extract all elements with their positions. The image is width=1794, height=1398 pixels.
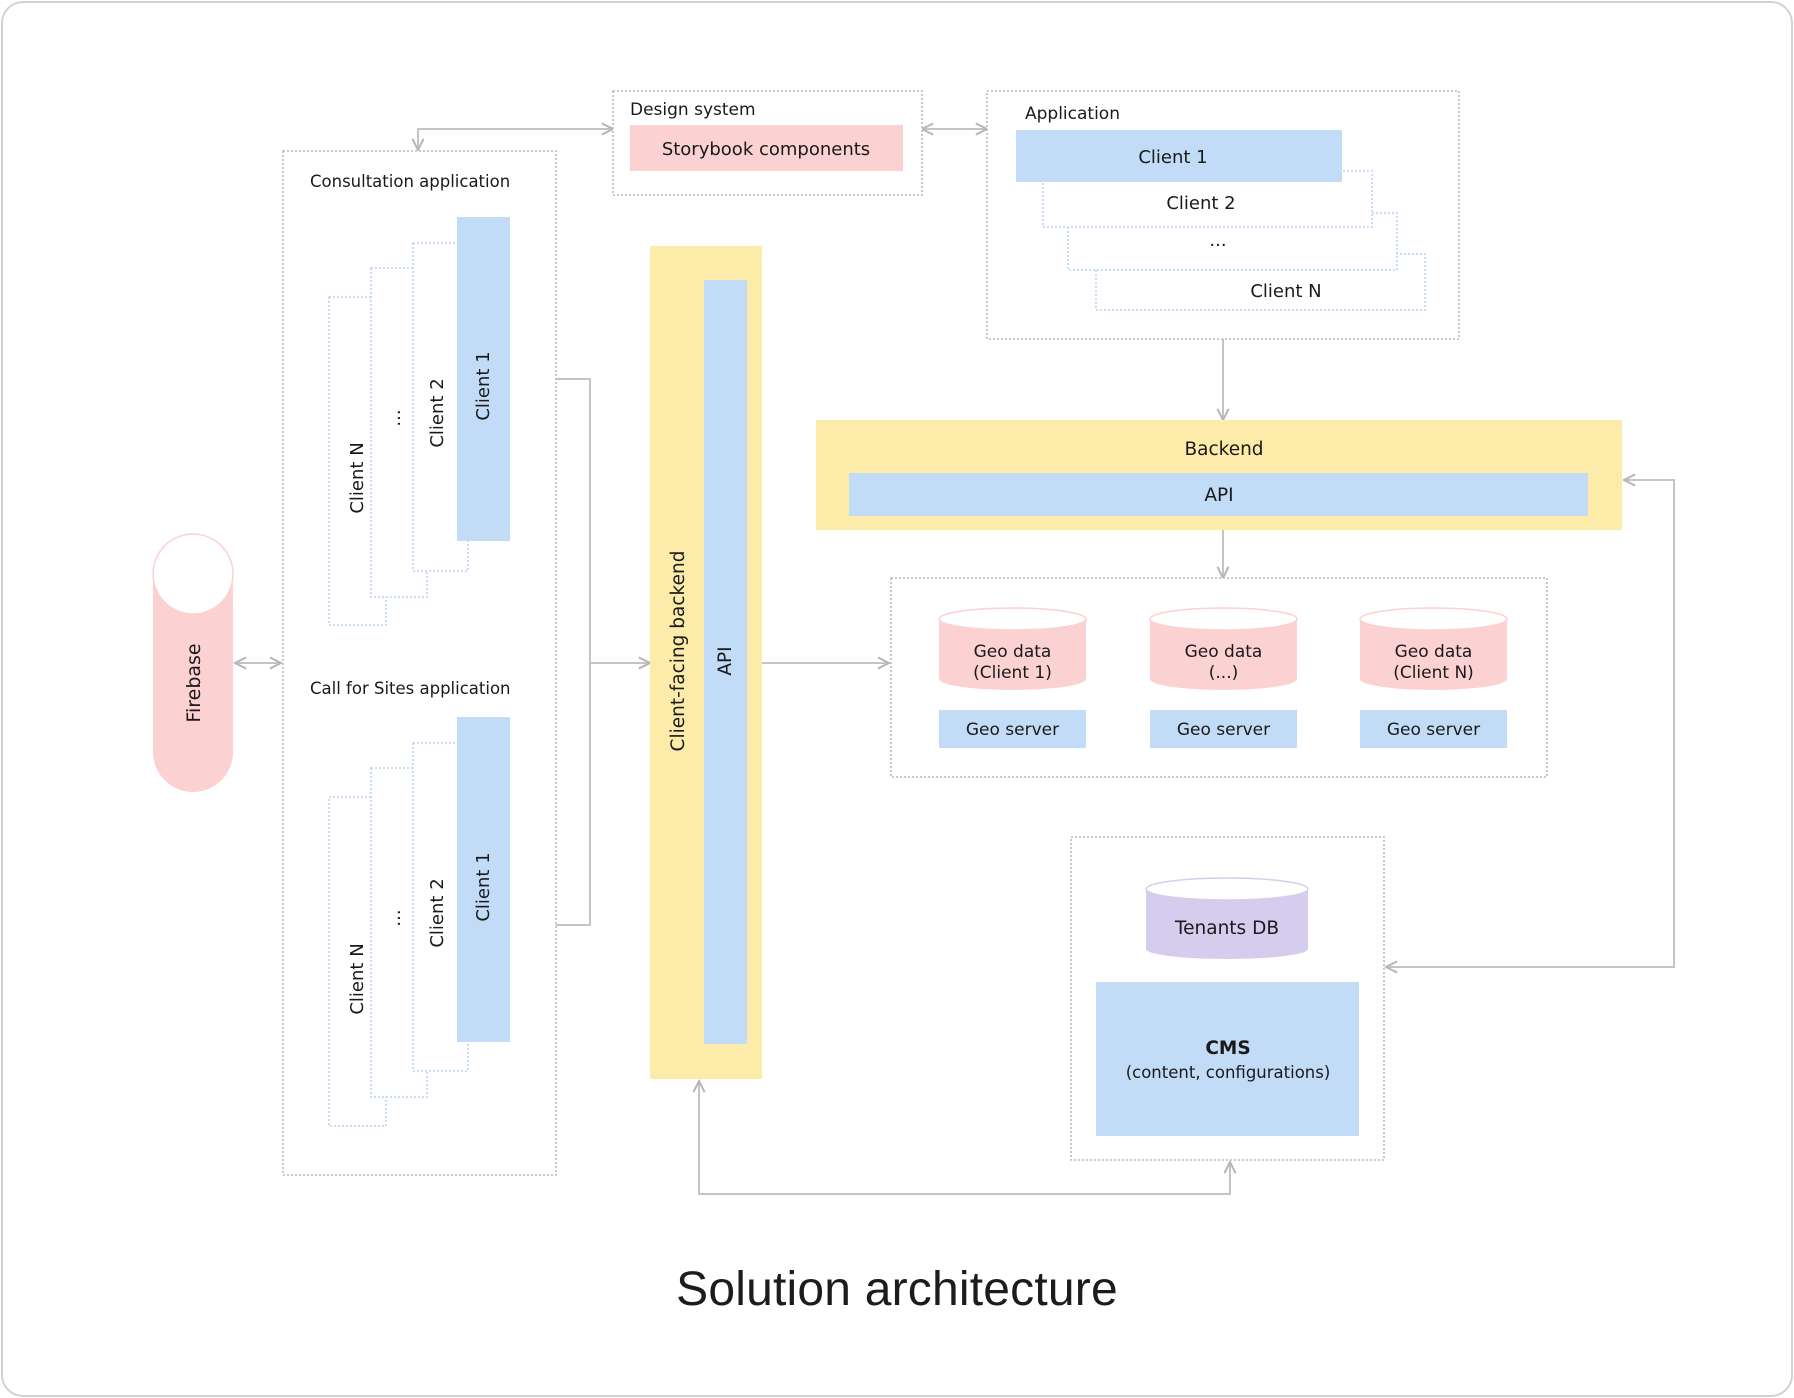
tenants-db-cylinder[interactable]: Tenants DB: [1145, 877, 1309, 959]
cms-subtitle: (content, configurations): [1126, 1063, 1331, 1082]
call-for-sites-client-n-label: Client N: [347, 943, 368, 1014]
consultation-client-stack: Client N ... Client 2 Client 1: [328, 217, 510, 626]
geo-data-bottom: [939, 668, 1086, 690]
backend-title: Backend: [1184, 439, 1263, 460]
geo-server-label: Geo server: [966, 720, 1059, 740]
geo-unit: Geo data(Client N) Geo server: [1359, 607, 1508, 748]
geo-data-client-label: (Client N): [1393, 663, 1474, 683]
geo-server-label: Geo server: [1177, 720, 1270, 740]
application-client-n-label: Client N: [1250, 281, 1321, 302]
tenants-db-label: Tenants DB: [1174, 918, 1279, 939]
firebase-label: Firebase: [183, 643, 205, 722]
geo-data-top: [938, 607, 1087, 631]
cms-box[interactable]: [1096, 982, 1359, 1136]
call-for-sites-app-title: Call for Sites application: [310, 679, 511, 698]
geo-server-label: Geo server: [1387, 720, 1480, 740]
client-facing-api-box[interactable]: [704, 280, 747, 1044]
consultation-client-1-card[interactable]: [457, 217, 510, 541]
tenants-group: Tenants DB CMS (content, configurations): [1070, 836, 1385, 1161]
consultation-client-1-label: Client 1: [473, 351, 494, 420]
cms-title: CMS: [1205, 1038, 1250, 1059]
connector-tenants-to-backend: [1386, 480, 1675, 967]
firebase-top: [152, 533, 234, 615]
call-for-sites-client-1-card[interactable]: [457, 717, 510, 1042]
design-system-title: Design system: [630, 100, 756, 120]
geo-data-client-label: (Client 1): [973, 663, 1052, 683]
application-group: Application Client N ... Client 2 Client…: [986, 90, 1460, 340]
storybook-components-box[interactable]: [630, 125, 903, 171]
geo-data-label: Geo data: [1395, 642, 1473, 662]
call-for-sites-client-2-label: Client 2: [427, 878, 448, 947]
geo-data-label: Geo data: [974, 642, 1052, 662]
application-client-1-label: Client 1: [1138, 147, 1207, 168]
apps-group: Consultation application Client N ... Cl…: [282, 150, 557, 1176]
firebase-bottom: [153, 712, 233, 792]
geo-data-client-label: (...): [1209, 663, 1238, 683]
firebase-cylinder[interactable]: Firebase: [152, 533, 234, 792]
geo-data-top: [1149, 607, 1298, 631]
call-for-sites-client-stack: Client N ... Client 2 Client 1: [328, 717, 510, 1127]
application-title: Application: [1025, 104, 1120, 124]
tenants-db-bottom: [1146, 939, 1308, 959]
geo-data-bottom: [1360, 668, 1507, 690]
client-facing-backend-group: Client-facing backend API: [650, 246, 762, 1079]
connector-design-to-consultation: [418, 129, 613, 150]
connector-client-facing-to-tenants: [699, 1081, 1230, 1195]
diagram-caption: Solution architecture: [676, 1263, 1118, 1316]
call-for-sites-client-1-label: Client 1: [473, 852, 494, 921]
geo-server-box[interactable]: [1360, 710, 1507, 748]
client-facing-api-label: API: [715, 646, 736, 675]
consultation-client-n-label: Client N: [347, 442, 368, 513]
consultation-client-ellipsis-label: ...: [384, 409, 405, 426]
geo-data-label: Geo data: [1185, 642, 1263, 662]
backend-group: Backend API: [816, 420, 1622, 530]
backend-api-box[interactable]: [849, 473, 1588, 516]
geo-data-top: [1359, 607, 1508, 631]
geo-data-cylinder[interactable]: Geo data(Client N): [1359, 607, 1508, 690]
geo-data-bottom: [1150, 668, 1297, 690]
call-for-sites-client-ellipsis-label: ...: [384, 909, 405, 926]
geo-data-cylinder[interactable]: Geo data(Client 1): [938, 607, 1087, 690]
application-client-2-label: Client 2: [1166, 193, 1235, 214]
storybook-components-label: Storybook components: [662, 139, 870, 160]
geo-unit: Geo data(...) Geo server: [1149, 607, 1298, 748]
geo-server-box[interactable]: [1150, 710, 1297, 748]
geo-data-cylinder[interactable]: Geo data(...): [1149, 607, 1298, 690]
geo-unit: Geo data(Client 1) Geo server: [938, 607, 1087, 748]
client-facing-backend-title: Client-facing backend: [668, 551, 689, 752]
application-client-1-card[interactable]: [1016, 130, 1342, 182]
design-system-group: Design system Storybook components: [612, 90, 923, 196]
consultation-client-2-label: Client 2: [427, 378, 448, 447]
consultation-app-title: Consultation application: [310, 172, 510, 191]
backend-api-label: API: [1204, 485, 1233, 506]
geo-server-box[interactable]: [939, 710, 1086, 748]
application-client-ellipsis-label: ...: [1209, 230, 1226, 251]
tenants-db-top: [1145, 877, 1309, 901]
